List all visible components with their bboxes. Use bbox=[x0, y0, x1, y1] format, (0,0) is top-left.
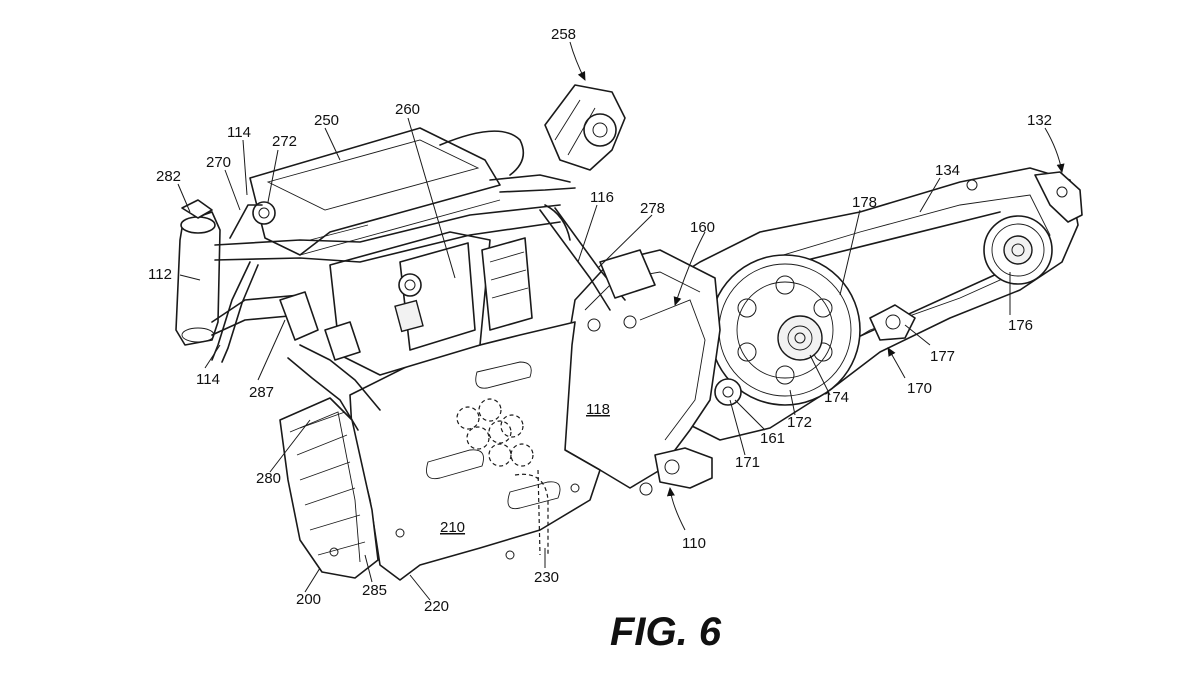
label-287: 287 bbox=[249, 384, 274, 401]
label-220: 220 bbox=[424, 598, 449, 615]
label-282: 282 bbox=[156, 168, 181, 185]
label-230: 230 bbox=[534, 569, 559, 586]
label-285: 285 bbox=[362, 582, 387, 599]
label-134: 134 bbox=[935, 162, 960, 179]
label-170: 170 bbox=[907, 380, 932, 397]
label-272: 272 bbox=[272, 133, 297, 150]
label-177: 177 bbox=[930, 348, 955, 365]
label-160: 160 bbox=[690, 219, 715, 236]
label-210: 210 bbox=[440, 519, 465, 536]
label-280: 280 bbox=[256, 470, 281, 487]
label-132: 132 bbox=[1027, 112, 1052, 129]
label-112: 112 bbox=[148, 266, 172, 283]
label-114-bottom: 114 bbox=[196, 371, 220, 388]
label-171: 171 bbox=[735, 454, 760, 471]
label-110: 110 bbox=[682, 535, 706, 552]
label-270: 270 bbox=[206, 154, 231, 171]
label-260: 260 bbox=[395, 101, 420, 118]
label-278: 278 bbox=[640, 200, 665, 217]
label-116: 116 bbox=[590, 189, 614, 206]
figure-caption: FIG. 6 bbox=[610, 610, 722, 654]
label-200: 200 bbox=[296, 591, 321, 608]
label-178: 178 bbox=[852, 194, 877, 211]
label-161: 161 bbox=[760, 430, 785, 447]
label-118: 118 bbox=[586, 401, 610, 418]
label-258: 258 bbox=[551, 26, 576, 43]
label-250: 250 bbox=[314, 112, 339, 129]
component-258 bbox=[545, 85, 625, 170]
label-174: 174 bbox=[824, 389, 849, 406]
label-114-top: 114 bbox=[227, 124, 251, 141]
label-172: 172 bbox=[787, 414, 812, 431]
label-176: 176 bbox=[1008, 317, 1033, 334]
